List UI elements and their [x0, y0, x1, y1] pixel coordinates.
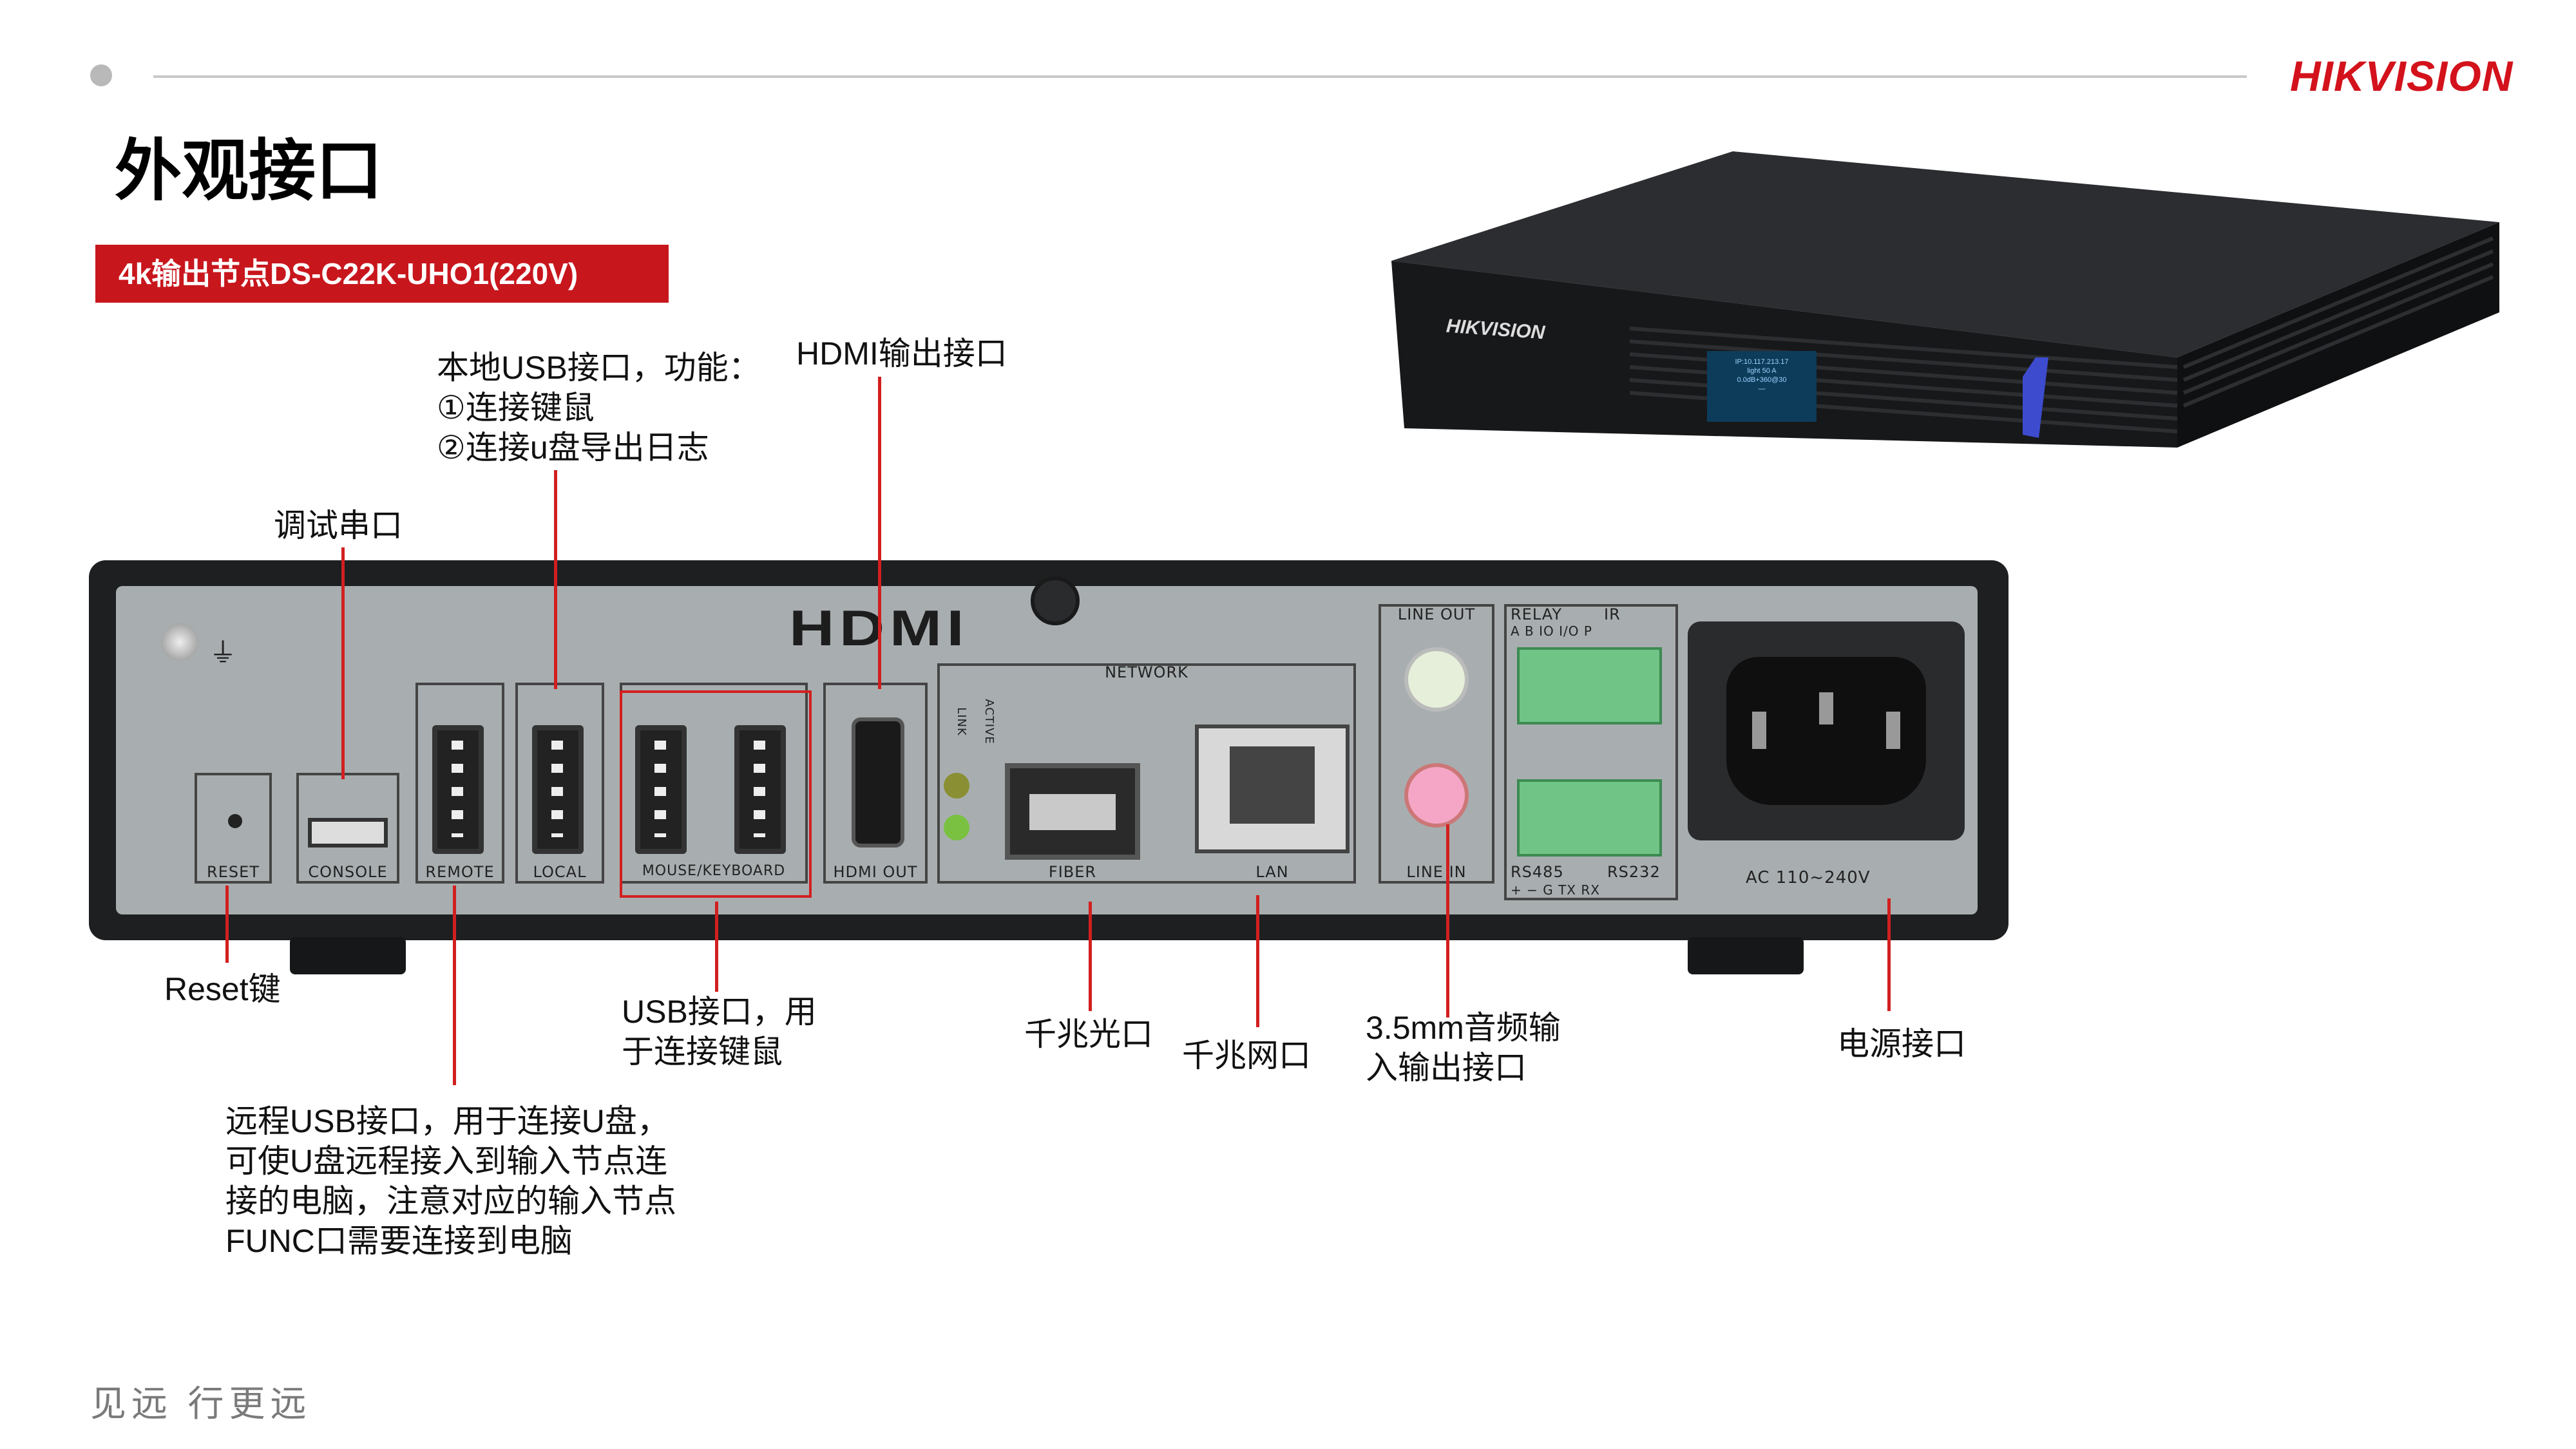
- leader-remote: [453, 886, 456, 1085]
- terminal-group: [1504, 604, 1678, 900]
- serial-terminal[interactable]: [1517, 779, 1662, 857]
- console-port[interactable]: [296, 773, 399, 884]
- header-rule: [153, 75, 2247, 78]
- local-usb-port[interactable]: [515, 683, 604, 884]
- relay-terminal[interactable]: [1517, 647, 1662, 724]
- fiber-port[interactable]: [1005, 763, 1140, 860]
- label-rs232: RS232: [1607, 863, 1661, 881]
- header-dot: [90, 64, 112, 86]
- note-usb-keyboard: USB接口，用 于连接键鼠: [622, 994, 817, 1070]
- hdmi-logo: HDMI: [789, 600, 969, 656]
- ground-icon: ⏚: [209, 638, 237, 668]
- note-lan: 千兆网口: [1182, 1037, 1311, 1074]
- screen-line: —: [1758, 385, 1766, 393]
- label-line-out: LINE OUT: [1397, 605, 1476, 623]
- leader-audio: [1446, 824, 1449, 1018]
- leader-hdmi: [878, 377, 881, 689]
- label-relay-pins: A B IO I/O P: [1511, 623, 1592, 639]
- line-out-jack[interactable]: [1404, 647, 1469, 712]
- leader-lan: [1256, 895, 1259, 1027]
- line-in-jack[interactable]: [1404, 763, 1469, 828]
- label-rs485: RS485: [1511, 863, 1564, 881]
- mouse-keyboard-highlight: [620, 690, 812, 898]
- rear-panel-foot: [290, 937, 406, 974]
- note-reset: Reset键: [164, 971, 281, 1007]
- leader-reset: [225, 886, 229, 963]
- label-local: LOCAL: [533, 863, 587, 881]
- note-debug-serial: 调试串口: [274, 507, 403, 544]
- rear-panel-foot: [1688, 937, 1804, 974]
- leader-debug: [341, 547, 345, 779]
- screen-line: 0.0dB+360@30: [1737, 376, 1787, 384]
- page-title: 外观接口: [115, 134, 383, 209]
- footer-slogan: 见远 行更远: [90, 1383, 312, 1424]
- device-display-screen: IP:10.117.213.17 light 50 A 0.0dB+360@30…: [1710, 357, 1813, 393]
- power-socket[interactable]: [1688, 621, 1965, 840]
- note-power: 电源接口: [1837, 1026, 1966, 1062]
- label-reset: RESET: [207, 863, 260, 881]
- note-local-usb: 本地USB接口，功能： ①连接键鼠 ②连接u盘导出日志: [437, 350, 761, 466]
- audio-group: [1379, 604, 1494, 884]
- screen-line: IP:10.117.213.17: [1735, 358, 1789, 366]
- link-led: [944, 773, 969, 799]
- label-fiber: FIBER: [1048, 863, 1097, 881]
- remote-usb-port[interactable]: [415, 683, 504, 884]
- label-hdmi-out: HDMI OUT: [833, 863, 918, 881]
- label-mouse-keyboard: MOUSE/KEYBOARD: [642, 863, 786, 879]
- mouse-keyboard-usb-ports[interactable]: [620, 683, 808, 884]
- note-hdmi-out: HDMI输出接口: [796, 336, 1007, 372]
- label-line-in: LINE IN: [1406, 863, 1467, 881]
- label-remote: REMOTE: [425, 863, 495, 881]
- leader-fiber: [1089, 902, 1092, 1011]
- note-fiber: 千兆光口: [1024, 1016, 1153, 1052]
- hdmi-out-port[interactable]: [823, 683, 928, 884]
- network-group: [937, 663, 1356, 884]
- label-relay: RELAY: [1511, 605, 1562, 623]
- leader-local-usb: [554, 470, 557, 689]
- brand-logo: HIKVISION: [2290, 52, 2514, 100]
- screen-line: light 50 A: [1747, 367, 1777, 375]
- ground-screw: [161, 623, 198, 661]
- label-lan: LAN: [1255, 863, 1289, 881]
- label-link: LINK: [954, 707, 968, 736]
- label-rs-pins: + − G TX RX: [1511, 882, 1600, 898]
- reset-port[interactable]: [195, 773, 272, 884]
- rear-panel-face: [116, 586, 1978, 914]
- leader-power: [1887, 898, 1891, 1011]
- label-ac: AC 110~240V: [1746, 868, 1871, 887]
- leader-usb-keyboard: [715, 902, 718, 992]
- active-led: [944, 815, 969, 840]
- lan-port[interactable]: [1195, 724, 1350, 853]
- label-active: ACTIVE: [982, 699, 996, 744]
- note-remote-usb: 远程USB接口，用于连接U盘， 可使U盘远程接入到输入节点连 接的电脑，注意对应…: [225, 1103, 676, 1259]
- label-network: NETWORK: [1105, 663, 1188, 681]
- note-audio: 3.5mm音频输 入输出接口: [1366, 1010, 1561, 1086]
- panel-screw: [1031, 576, 1080, 625]
- device-top-view: HIKVISION IP:10.117.213.17 light 50 A 0.…: [1385, 145, 2506, 609]
- product-tag: 4k输出节点DS-C22K-UHO1(220V): [95, 245, 669, 303]
- label-console: CONSOLE: [308, 863, 388, 881]
- reset-button[interactable]: [228, 814, 242, 828]
- label-ir: IR: [1604, 605, 1621, 623]
